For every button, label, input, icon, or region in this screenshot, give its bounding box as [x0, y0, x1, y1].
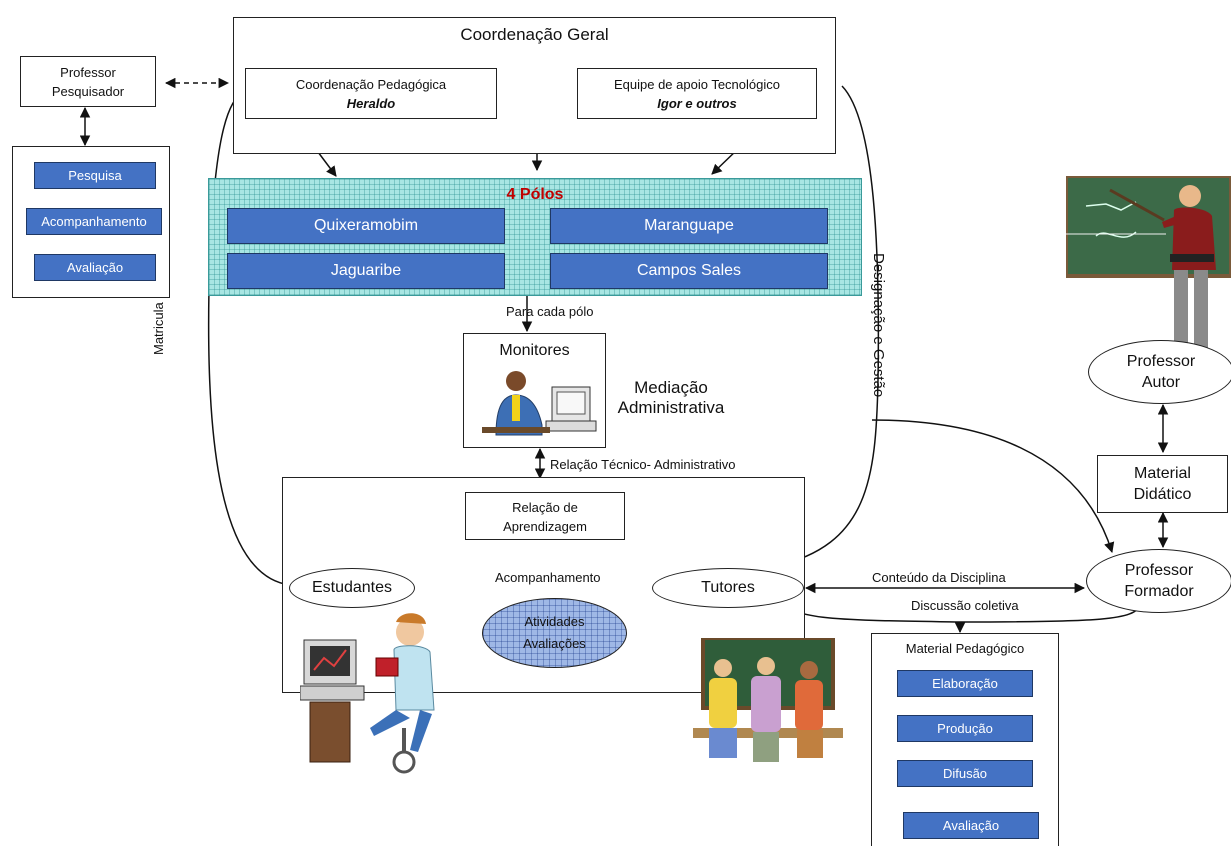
coordenacao-geral-title: Coordenação Geral [460, 25, 609, 44]
polos-title: 4 Pólos [506, 186, 564, 203]
avaliacao-mp-step: Avaliação [903, 812, 1039, 839]
student-computer-illustration [300, 613, 435, 774]
atividades-label: Atividades [524, 614, 585, 629]
coordenacao-pedagogica-label: Coordenação Pedagógica [295, 77, 447, 92]
professor-formador-line2: Formador [1124, 583, 1194, 600]
professor-autor-ellipse: Professor Autor [1088, 340, 1231, 404]
professor-formador-ellipse: Professor Formador [1086, 549, 1231, 613]
acompanhamento-step: Acompanhamento [26, 208, 162, 235]
avaliacoes-label: Avaliações [523, 636, 586, 651]
acompanhamento-label: Acompanhamento [495, 570, 601, 585]
relacao-aprendizagem-line1: Relação de [512, 500, 578, 515]
apoio-tecnologico-box: Equipe de apoio Tecnológico Igor e outro… [577, 68, 817, 119]
producao-step: Produção [897, 715, 1033, 742]
professor-pesquisador-line2: Pesquisador [51, 84, 125, 99]
avaliacao-step: Avaliação [34, 254, 156, 281]
relacao-aprendizagem-line2: Aprendizagem [503, 519, 587, 534]
mediacao-line2: Administrativa [617, 398, 725, 417]
tutores-ellipse: Tutores [652, 568, 804, 608]
material-didatico-line2: Didático [1133, 486, 1192, 503]
difusao-step: Difusão [897, 760, 1033, 787]
professor-pesquisador-line1: Professor [60, 65, 116, 80]
designacao-label: Designação e Gestão [870, 253, 887, 398]
apoio-tecnologico-name: Igor e outros [657, 96, 737, 111]
conteudo-label: Conteúdo da Disciplina [872, 570, 1006, 585]
curve-matricula [207, 90, 291, 586]
polo-jaguaribe: Jaguaribe [227, 253, 505, 289]
estudantes-ellipse: Estudantes [289, 568, 415, 608]
mediacao-line1: Mediação [634, 378, 708, 397]
professor-autor-line1: Professor [1126, 353, 1196, 370]
curve-designacao [774, 85, 880, 570]
relacao-aprendizagem-box: Relação de Aprendizagem [465, 492, 625, 540]
monitores-title: Monitores [499, 342, 570, 359]
elaboracao-step: Elaboração [897, 670, 1033, 697]
coordenacao-pedagogica-name: Heraldo [346, 96, 396, 111]
discussao-label: Discussão coletiva [911, 598, 1019, 613]
atividades-ellipse: Atividades Avaliações [482, 598, 627, 668]
apoio-tecnologico-label: Equipe de apoio Tecnológico [613, 77, 780, 92]
material-didatico-box: Material Didático [1097, 455, 1228, 513]
professor-teacher-illustration [1066, 176, 1231, 350]
tutors-illustration [693, 638, 843, 762]
material-didatico-line1: Material [1134, 465, 1191, 482]
coordenacao-pedagogica-box: Coordenação Pedagógica Heraldo [245, 68, 497, 119]
material-pedagogico-title: Material Pedagógico [905, 641, 1025, 656]
polo-maranguape: Maranguape [550, 208, 828, 244]
professor-formador-line1: Professor [1124, 562, 1194, 579]
para-cada-polo-label: Para cada pólo [506, 304, 594, 319]
relacao-tecnico-label: Relação Técnico- Administrativo [550, 457, 736, 472]
polo-quixeramobim: Quixeramobim [227, 208, 505, 244]
pesquisa-step: Pesquisa [34, 162, 156, 189]
professor-pesquisador-box: Professor Pesquisador [20, 56, 156, 107]
professor-autor-line2: Autor [1141, 374, 1181, 391]
monitor-worker-illustration [482, 371, 597, 436]
matricula-label: Matricula [151, 302, 166, 355]
curve-mediacao [871, 419, 1115, 554]
mediacao-label: Mediação Administrativa [612, 378, 730, 418]
polo-campos-sales: Campos Sales [550, 253, 828, 289]
